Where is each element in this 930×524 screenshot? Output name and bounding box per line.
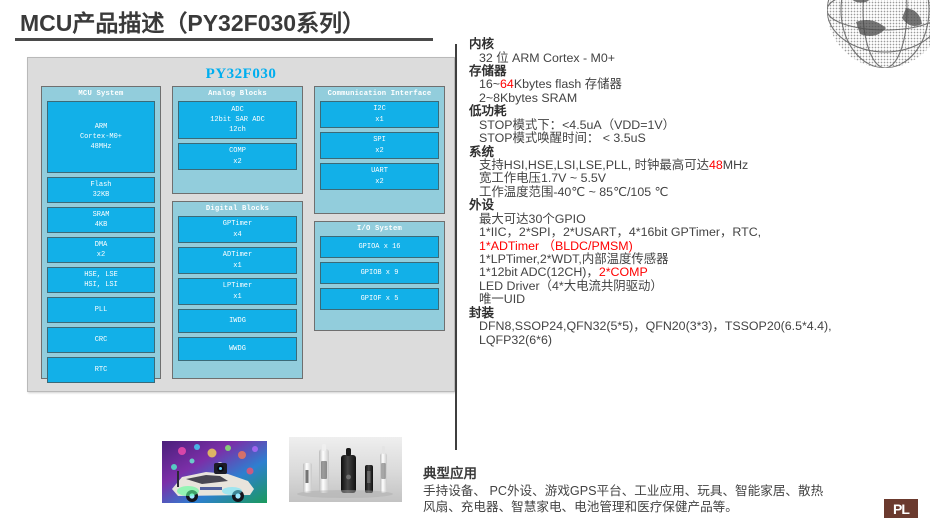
block-pll: PLL	[47, 297, 155, 323]
block-rtc: RTC	[47, 357, 155, 383]
block-gpioa: GPIOA x 16	[320, 236, 439, 258]
group-title: Communication Interface	[327, 90, 432, 98]
spec-line: 1*IIC，2*SPI，2*USART，4*16bit GPTimer，RTC,	[463, 226, 925, 238]
block-lptimer: LPTimer x1	[178, 278, 297, 305]
diagram-group-mcu-system: MCU System ARM Cortex-M0+ 48MHz Flash 32…	[41, 86, 161, 383]
block-crc: CRC	[47, 327, 155, 353]
spec-highlight: 48	[708, 158, 723, 173]
spec-line: 2~8Kbytes SRAM	[463, 92, 925, 104]
spec-text: MHz	[722, 158, 749, 173]
spec-text: 16~	[479, 77, 501, 92]
spec-text: 最大可达30个GPIO	[479, 211, 586, 226]
spec-heading: 内核	[469, 37, 495, 51]
spec-text: DFN8,SSOP24,QFN32(5*5)，QFN20(3*3)，TSSOP2…	[479, 319, 832, 334]
spec-heading: 系统	[469, 144, 495, 159]
chip-name-label: PY32F030	[205, 66, 277, 82]
diagram-group-communication-interface: Communication Interface I2C x1 SPI x2 UA…	[314, 86, 445, 214]
spec-line: 32 位 ARM Cortex - M0+	[463, 50, 925, 65]
spec-line: LQFP32(6*6)	[463, 332, 925, 347]
spec-highlight: 64	[500, 77, 514, 92]
block-uart: UART x2	[320, 163, 439, 190]
spec-line: 1*12bit ADC(12CH)，2*COMP	[463, 266, 925, 278]
block-adtimer: ADTimer x1	[178, 247, 297, 274]
block-dma: DMA x2	[47, 237, 155, 263]
title-underline	[15, 38, 433, 41]
spec-highlight: 2*COMP	[598, 265, 648, 280]
spec-line: 宽工作电压1.7V ~ 5.5V	[463, 172, 925, 184]
diagram-group-analog-blocks: Analog Blocks ADC 12bit SAR ADC 12ch COM…	[172, 86, 303, 194]
group-title: Digital Blocks	[205, 205, 270, 213]
spec-line: DFN8,SSOP24,QFN32(5*5)，QFN20(3*3)，TSSOP2…	[463, 320, 925, 332]
spec-line: STOP模式唤醒时间： < 3.5uS	[463, 132, 925, 144]
block-iwdg: IWDG	[178, 309, 297, 333]
block-i2c: I2C x1	[320, 101, 439, 128]
vertical-divider	[455, 44, 457, 450]
spec-text: LQFP32(6*6)	[479, 332, 553, 347]
group-title: MCU System	[78, 90, 124, 98]
diagram-group-digital-blocks: Digital Blocks GPTimer x4 ADTimer x1 LPT…	[172, 201, 303, 379]
spec-heading: 低功耗	[469, 104, 507, 119]
spec-line: 1*LPTimer,2*WDT,内部温度传感器	[463, 253, 925, 265]
spec-text: 1*IIC，2*SPI，2*USART，4*16bit GPTimer，RTC,	[479, 225, 762, 240]
block-clocks: HSE, LSE HSI, LSI	[47, 267, 155, 293]
brand-logo-pl: PL	[884, 499, 918, 518]
spec-text: 2~8Kbytes SRAM	[479, 90, 578, 105]
spec-text: Kbytes flash 存储器	[513, 77, 622, 92]
spec-heading: 封装	[469, 305, 495, 320]
block-gptimer: GPTimer x4	[178, 216, 297, 243]
block-sram: SRAM 4KB	[47, 207, 155, 233]
spec-line: 最大可达30个GPIO	[463, 213, 925, 225]
spec-text: STOP模式唤醒时间： < 3.5uS	[479, 131, 646, 146]
spec-text: LED Driver（4*大电流共阴驱动）	[479, 278, 663, 293]
block-spi: SPI x2	[320, 132, 439, 159]
page-title: MCU产品描述（PY32F030系列）	[20, 10, 366, 36]
product-photo-vape-devices	[289, 437, 402, 502]
spec-text: 工作温度范围-40℃ ~ 85℃/105 ℃	[479, 184, 669, 199]
block-gpiob: GPIOB x 9	[320, 262, 439, 284]
block-gpiof: GPIOF x 5	[320, 288, 439, 310]
spec-text: 32 位 ARM Cortex - M0+	[479, 50, 615, 65]
block-wwdg: WWDG	[178, 337, 297, 361]
spec-text: 支持HSI,HSE,LSI,LSE,PLL, 时钟最高可达	[479, 158, 709, 173]
spec-line: 1*ADTimer （BLDC/PMSM)	[463, 238, 925, 253]
spec-line: 16~64Kbytes flash 存储器	[463, 78, 925, 90]
block-arm-core: ARM Cortex-M0+ 48MHz	[47, 101, 155, 173]
spec-line: 支持HSI,HSE,LSI,LSE,PLL, 时钟最高可达48MHz	[463, 159, 925, 171]
spec-line: LED Driver（4*大电流共阴驱动）	[463, 280, 925, 292]
block-diagram: PY32F030 MCU System ARM Cortex-M0+ 48MHz…	[27, 57, 455, 392]
spec-heading: 存储器	[469, 63, 507, 78]
typical-applications-line: 手持设备、 PC外设、游戏GPS平台、工业应用、玩具、智能家居、散热	[423, 484, 824, 498]
block-comp: COMP x2	[178, 143, 297, 170]
typical-applications-line: 风扇、充电器、智慧家电、电池管理和医疗保健产品等。	[423, 499, 738, 514]
group-title: Analog Blocks	[208, 90, 267, 98]
group-title: I/O System	[356, 225, 403, 233]
spec-text: 1*12bit ADC(12CH)，	[479, 265, 599, 280]
spec-heading: 外设	[469, 198, 495, 213]
spec-line: STOP模式下：<4.5uA（VDD=1V）	[463, 119, 925, 131]
spec-text: 1*LPTimer,2*WDT,内部温度传感器	[479, 251, 669, 266]
diagram-group-io-system: I/O System GPIOA x 16 GPIOB x 9 GPIOF x …	[314, 221, 445, 331]
typical-applications-title: 典型应用	[423, 466, 477, 481]
block-adc: ADC 12bit SAR ADC 12ch	[178, 101, 297, 139]
spec-text: STOP模式下：<4.5uA（VDD=1V）	[479, 117, 676, 132]
block-flash: Flash 32KB	[47, 177, 155, 203]
spec-line: 唯一UID	[463, 293, 925, 305]
product-photo-toy-police-car	[162, 441, 267, 503]
spec-line: 工作温度范围-40℃ ~ 85℃/105 ℃	[463, 186, 925, 198]
spec-highlight: 1*ADTimer （BLDC/PMSM)	[479, 238, 633, 253]
typical-applications-block: 典型应用 手持设备、 PC外设、游戏GPS平台、工业应用、玩具、智能家居、散热 …	[423, 462, 893, 515]
spec-text: 宽工作电压1.7V ~ 5.5V	[479, 171, 607, 186]
spec-text: 唯一UID	[479, 292, 526, 307]
